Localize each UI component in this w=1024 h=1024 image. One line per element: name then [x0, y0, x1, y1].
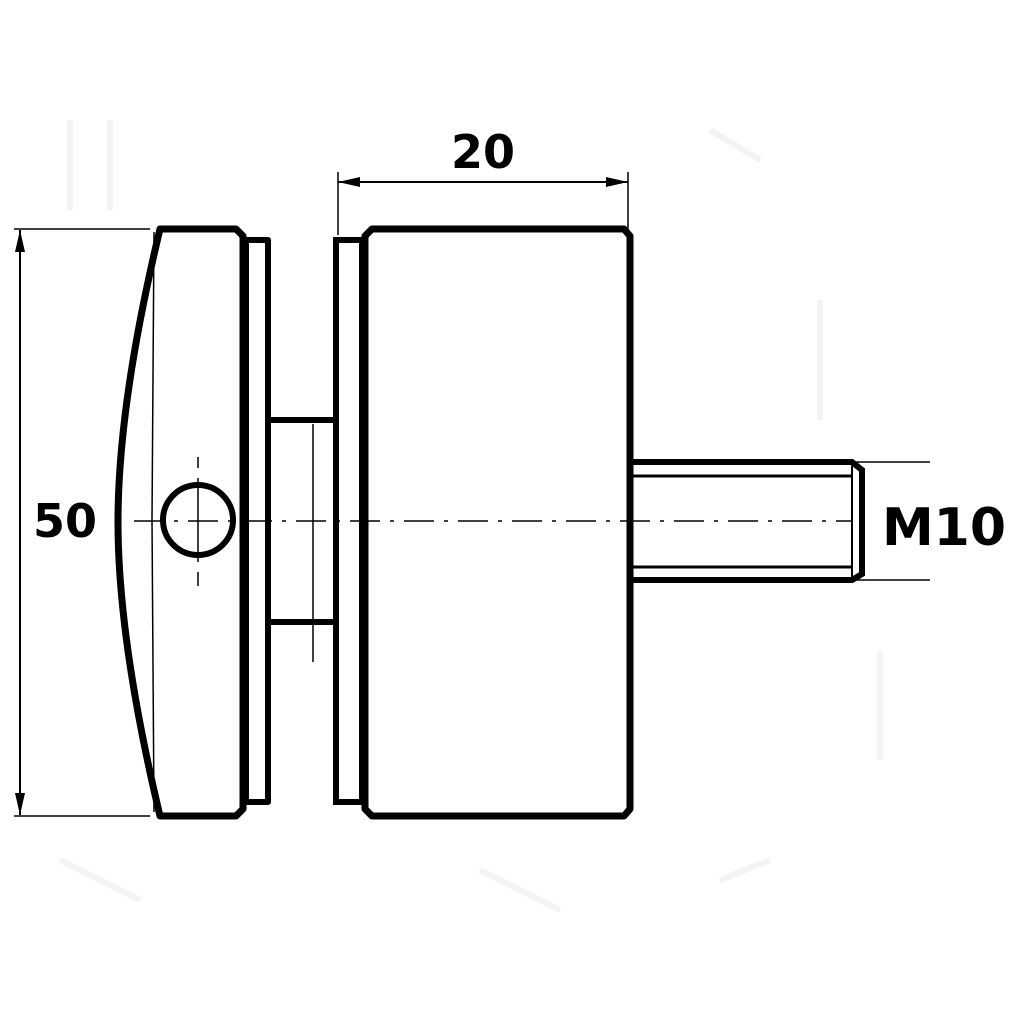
watermark: [58, 120, 883, 913]
head-disc-outline: [114, 225, 247, 820]
head-disc-face-line: [151, 231, 155, 813]
main-body-outline: [361, 225, 634, 820]
height-dimension-label: 50: [33, 494, 97, 548]
height-arrow-bottom: [15, 793, 25, 815]
thread-dimension-label: M10: [882, 498, 1006, 558]
length-arrow-right: [606, 177, 628, 187]
head-disc: [114, 225, 271, 820]
length-arrow-left: [338, 177, 360, 187]
threaded-rod-outline: [632, 459, 865, 583]
neck: [270, 417, 334, 662]
height-dimension: 50: [14, 228, 150, 817]
thread-dimension: M10: [856, 461, 1006, 581]
main-body: [361, 225, 634, 820]
height-arrow-top: [15, 230, 25, 252]
length-dimension: 20: [337, 125, 629, 235]
set-screw-hole: [160, 457, 236, 586]
length-dimension-label: 20: [451, 125, 515, 179]
